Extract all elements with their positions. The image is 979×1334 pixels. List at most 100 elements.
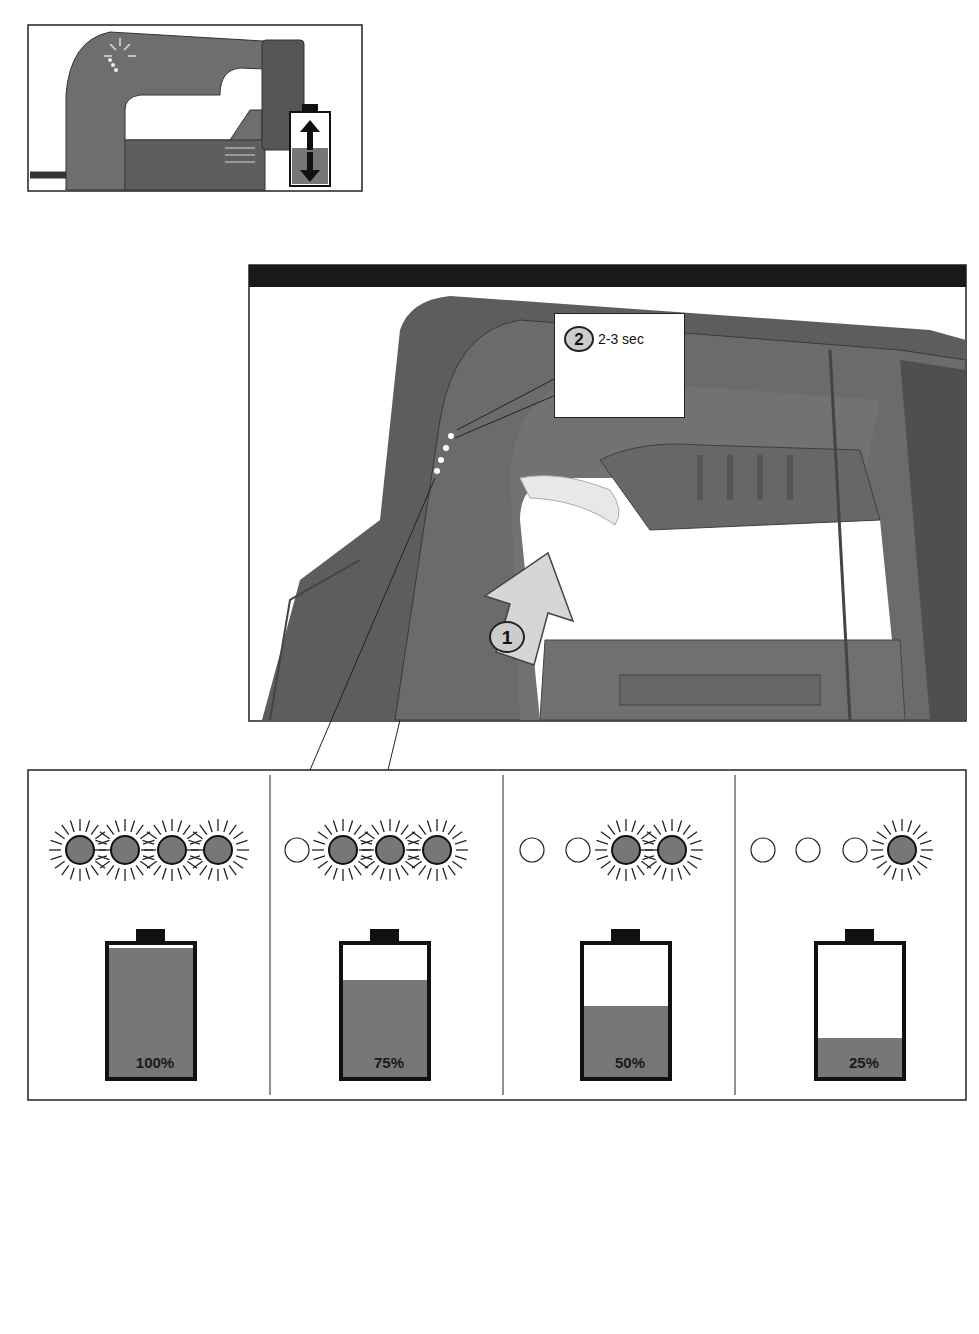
light-ray <box>380 868 384 879</box>
light-ray <box>62 865 69 875</box>
light-ray <box>183 865 190 875</box>
light-ray <box>224 821 228 832</box>
light-ray <box>233 861 243 868</box>
light-ray <box>687 861 697 868</box>
light-ray <box>91 865 98 875</box>
led-off <box>520 838 544 862</box>
led-on <box>658 836 686 864</box>
light-ray <box>683 825 690 835</box>
light-ray <box>913 825 920 835</box>
light-ray <box>178 821 182 832</box>
light-ray <box>183 825 190 835</box>
light-ray <box>131 821 135 832</box>
light-ray <box>920 840 931 844</box>
light-ray <box>687 832 697 839</box>
light-ray <box>920 856 931 860</box>
light-ray <box>314 840 325 844</box>
light-ray <box>361 856 372 860</box>
light-ray <box>189 840 200 844</box>
light-ray <box>136 825 143 835</box>
light-ray <box>389 819 390 831</box>
light-ray <box>408 840 419 844</box>
light-ray <box>349 868 353 879</box>
light-ray <box>187 861 197 868</box>
light-ray <box>372 825 379 835</box>
light-ray <box>427 821 431 832</box>
light-ray <box>654 865 661 875</box>
light-ray <box>312 849 324 850</box>
light-ray <box>690 856 701 860</box>
light-ray <box>171 869 172 881</box>
light-ray <box>625 819 626 831</box>
light-ray <box>662 868 666 879</box>
light-ray <box>877 832 887 839</box>
light-ray <box>187 849 199 850</box>
led-off <box>285 838 309 862</box>
led-off <box>751 838 775 862</box>
led-on <box>888 836 916 864</box>
light-ray <box>443 821 447 832</box>
light-ray <box>107 825 114 835</box>
light-ray <box>678 821 682 832</box>
light-ray <box>318 861 328 868</box>
light-ray <box>448 865 455 875</box>
light-ray <box>365 861 375 868</box>
light-ray <box>412 861 422 868</box>
light-ray <box>354 865 361 875</box>
light-ray <box>396 821 400 832</box>
light-ray <box>892 821 896 832</box>
light-ray <box>154 825 161 835</box>
light-ray <box>647 832 657 839</box>
light-ray <box>597 856 608 860</box>
battery-level-box: 50% <box>582 943 678 1079</box>
light-ray <box>86 868 90 879</box>
light-ray <box>452 832 462 839</box>
battery-cap <box>370 929 399 943</box>
led-off <box>566 838 590 862</box>
light-ray <box>884 825 891 835</box>
light-ray <box>79 819 80 831</box>
light-ray <box>100 861 110 868</box>
light-ray <box>200 865 207 875</box>
light-ray <box>632 821 636 832</box>
light-ray <box>325 825 332 835</box>
light-ray <box>389 869 390 881</box>
light-ray <box>419 865 426 875</box>
percent-label: 100% <box>107 1054 203 1071</box>
light-ray <box>361 840 372 844</box>
light-ray <box>193 861 203 868</box>
light-ray <box>616 868 620 879</box>
battery-level-box: 75% <box>341 943 437 1079</box>
callout-number-text: 1 <box>491 628 523 647</box>
light-ray <box>124 819 125 831</box>
callout-box: 2-3 sec2 <box>554 313 685 418</box>
light-ray <box>200 825 207 835</box>
percent-label: 50% <box>582 1054 678 1071</box>
light-ray <box>162 868 166 879</box>
light-ray <box>91 825 98 835</box>
light-ray <box>908 868 912 879</box>
light-ray <box>178 868 182 879</box>
led-indicators <box>434 433 454 474</box>
light-ray <box>372 865 379 875</box>
battery-level-box: 100% <box>107 943 203 1079</box>
light-ray <box>361 840 372 844</box>
light-ray <box>671 869 672 881</box>
light-ray <box>333 868 337 879</box>
light-ray <box>597 840 608 844</box>
led-on <box>158 836 186 864</box>
light-ray <box>443 868 447 879</box>
light-ray <box>917 861 927 868</box>
light-ray <box>154 865 161 875</box>
light-ray <box>233 832 243 839</box>
light-ray <box>229 865 236 875</box>
light-ray <box>187 832 197 839</box>
light-ray <box>342 869 343 881</box>
led-off <box>796 838 820 862</box>
light-ray <box>901 819 902 831</box>
status-frame <box>28 770 966 1100</box>
light-ray <box>224 868 228 879</box>
light-ray <box>217 819 218 831</box>
light-ray <box>641 832 651 839</box>
